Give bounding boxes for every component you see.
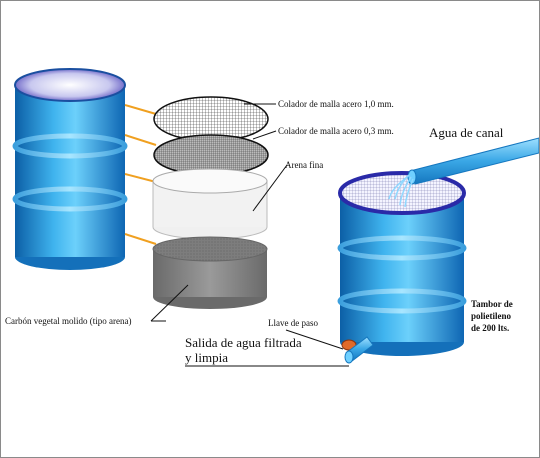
carbon-layer: [152, 236, 268, 309]
label-colador-1mm: Colador de malla acero 1,0 mm.: [278, 99, 394, 109]
canal-pipe: [407, 137, 539, 185]
label-colador-03mm: Colador de malla acero 0,3 mm.: [278, 126, 394, 136]
outlet-valve: [341, 336, 374, 364]
label-tambor-1: Tambor de: [471, 299, 513, 309]
right-drum: [337, 171, 467, 356]
label-tambor-2: polietileno: [471, 311, 511, 321]
sand-layer: [152, 168, 268, 240]
label-tambor-3: de 200 lts.: [471, 323, 509, 333]
label-salida-1: Salida de agua filtrada: [185, 335, 302, 350]
label-agua-canal: Agua de canal: [429, 125, 504, 140]
label-arena-fina: Arena fina: [285, 160, 323, 170]
water-stream: [388, 174, 414, 208]
left-drum: [12, 68, 128, 270]
label-leader-lines: [150, 103, 349, 367]
label-salida-2: y limpia: [185, 350, 228, 365]
layer-leader-lines: [124, 104, 157, 245]
label-carbon: Carbón vegetal molido (tipo arena): [5, 316, 131, 326]
label-llave-paso: Llave de paso: [268, 318, 318, 328]
